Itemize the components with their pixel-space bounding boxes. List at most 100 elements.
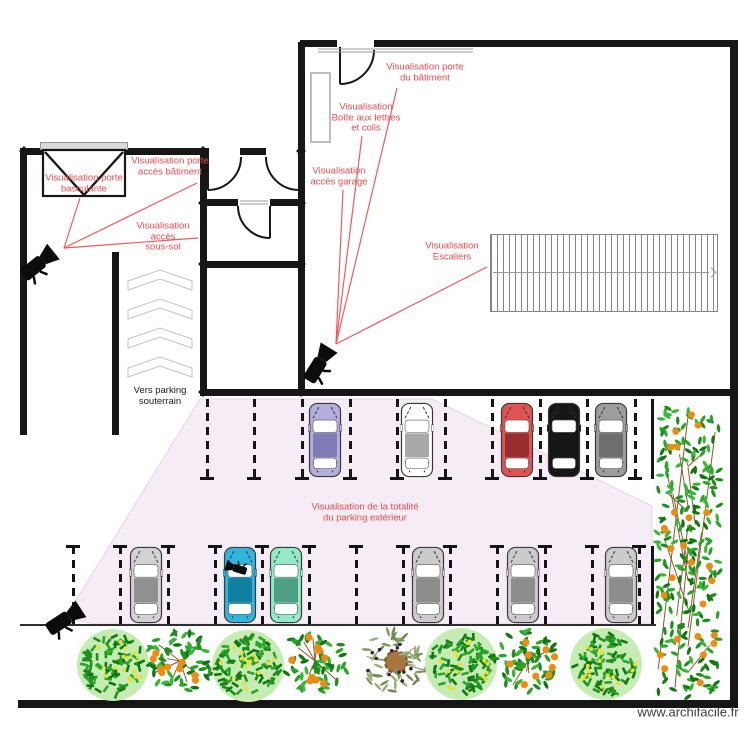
- parking-divider: [260, 546, 264, 624]
- ramp-chevron-icon: [127, 356, 193, 378]
- parking-divider-tick: [533, 477, 547, 480]
- orange-tree-strip[interactable]: [653, 405, 724, 701]
- parking-divider-tick: [113, 545, 127, 548]
- wall-top-building[interactable]: [300, 40, 737, 47]
- parking-edge: [650, 546, 654, 624]
- sight-line: [335, 266, 488, 345]
- car-gray-2[interactable]: [505, 546, 541, 629]
- car-silver[interactable]: [128, 546, 164, 629]
- parking-divider: [637, 546, 641, 624]
- wall-bottom-outer[interactable]: [18, 700, 738, 708]
- car-red[interactable]: [499, 402, 535, 483]
- parking-divider: [354, 546, 358, 624]
- car-lavender[interactable]: [307, 402, 343, 483]
- parking-divider: [495, 546, 499, 624]
- parking-divider: [307, 546, 311, 624]
- camera-on-car-icon[interactable]: [222, 554, 250, 578]
- annotation-parking-exterieur[interactable]: Visualisation de la totalité du parking …: [311, 501, 419, 523]
- parking-divider-tick: [632, 545, 646, 548]
- parking-divider-tick: [208, 545, 222, 548]
- ramp-label[interactable]: Vers parking souterrain: [133, 385, 187, 407]
- wall-building-left[interactable]: [298, 42, 305, 396]
- car-gray-3[interactable]: [603, 546, 639, 629]
- annotation-porte-batiment[interactable]: Visualisation porte du bâtiment: [386, 61, 464, 83]
- parking-divider: [348, 399, 352, 479]
- parking-divider-tick: [443, 545, 457, 548]
- mailbox[interactable]: [310, 72, 331, 143]
- parking-divider: [118, 546, 122, 624]
- parking-divider: [395, 399, 399, 479]
- camera-hall-icon[interactable]: [298, 338, 348, 392]
- round-bush[interactable]: [425, 628, 497, 700]
- annotation-acces-garage[interactable]: Visualisation accès garage: [310, 165, 368, 187]
- sight-line: [63, 197, 81, 249]
- wall-right-outer[interactable]: [730, 40, 738, 708]
- parking-divider-tick: [343, 477, 357, 480]
- orange-bush[interactable]: [490, 627, 559, 696]
- parking-divider: [401, 546, 405, 624]
- parking-divider-tick: [485, 477, 499, 480]
- parking-divider: [213, 546, 217, 624]
- stairs[interactable]: [490, 234, 718, 312]
- parking-divider: [490, 399, 494, 479]
- annotation-acces-sous-sol[interactable]: Visualisation accès sous-sol: [136, 220, 190, 253]
- annotation-porte-basculante[interactable]: Visualisation porte basculante: [45, 172, 123, 194]
- parking-edge-line: [20, 624, 656, 626]
- parking-divider: [633, 399, 637, 479]
- parking-divider-tick: [490, 545, 504, 548]
- wall-building-bottom[interactable]: [200, 389, 732, 396]
- wall-vestibule-mid2[interactable]: [200, 261, 305, 268]
- wall-garage-top[interactable]: [20, 148, 305, 155]
- parking-divider-tick: [396, 545, 410, 548]
- parking-divider-tick: [390, 477, 404, 480]
- round-bush[interactable]: [77, 629, 149, 701]
- stairs-midline: [493, 272, 709, 273]
- car-gray[interactable]: [593, 402, 629, 483]
- door-arc-vestibule-right[interactable]: [265, 155, 300, 191]
- parking-divider-tick: [349, 545, 363, 548]
- sight-line: [335, 189, 344, 345]
- wall-ramp[interactable]: [112, 252, 119, 435]
- watermark: www.archifacile.fr: [637, 704, 739, 720]
- ramp-chevron-icon: [127, 327, 193, 349]
- round-bush[interactable]: [212, 630, 284, 702]
- olive-bush[interactable]: [361, 626, 435, 693]
- parking-divider: [300, 399, 304, 479]
- parking-divider: [71, 546, 75, 624]
- camera-parking-icon[interactable]: [41, 597, 95, 648]
- parking-divider-tick: [538, 545, 552, 548]
- round-bush[interactable]: [570, 628, 642, 700]
- parking-divider: [448, 546, 452, 624]
- annotation-boite-aux-lettres[interactable]: Visualisation Boîte aux lettres et colis: [331, 101, 401, 134]
- annotation-porte-acces-batiment[interactable]: Visualisation porte accès bâtiment: [131, 155, 209, 177]
- parking-divider: [585, 399, 589, 479]
- camera-garage-icon[interactable]: [15, 240, 69, 293]
- parking-divider-tick: [628, 477, 642, 480]
- parking-divider: [205, 399, 209, 479]
- door-arc-entry[interactable]: [339, 47, 375, 85]
- ramp-chevron-icon: [127, 298, 193, 320]
- parking-divider-tick: [295, 477, 309, 480]
- wall-vestibule-left[interactable]: [200, 148, 207, 396]
- sight-line: [335, 135, 363, 345]
- car-white[interactable]: [399, 402, 435, 483]
- door-arc-vestibule-left[interactable]: [207, 155, 242, 191]
- wall-left[interactable]: [20, 148, 27, 435]
- annotation-escaliers[interactable]: Visualisation Escaliers: [425, 240, 479, 262]
- parking-divider: [443, 399, 447, 479]
- garage-tilt-door[interactable]: [41, 148, 127, 198]
- parking-divider-tick: [247, 477, 261, 480]
- door-arc-room[interactable]: [237, 205, 271, 239]
- car-mint[interactable]: [268, 546, 304, 629]
- car-gray-1[interactable]: [410, 546, 446, 629]
- parking-divider: [538, 399, 542, 479]
- wall-junction-markers: [19, 146, 738, 397]
- parking-divider: [543, 546, 547, 624]
- orange-bush[interactable]: [282, 630, 350, 694]
- orange-bush[interactable]: [145, 628, 215, 693]
- parking-divider: [166, 546, 170, 624]
- car-black[interactable]: [546, 402, 582, 483]
